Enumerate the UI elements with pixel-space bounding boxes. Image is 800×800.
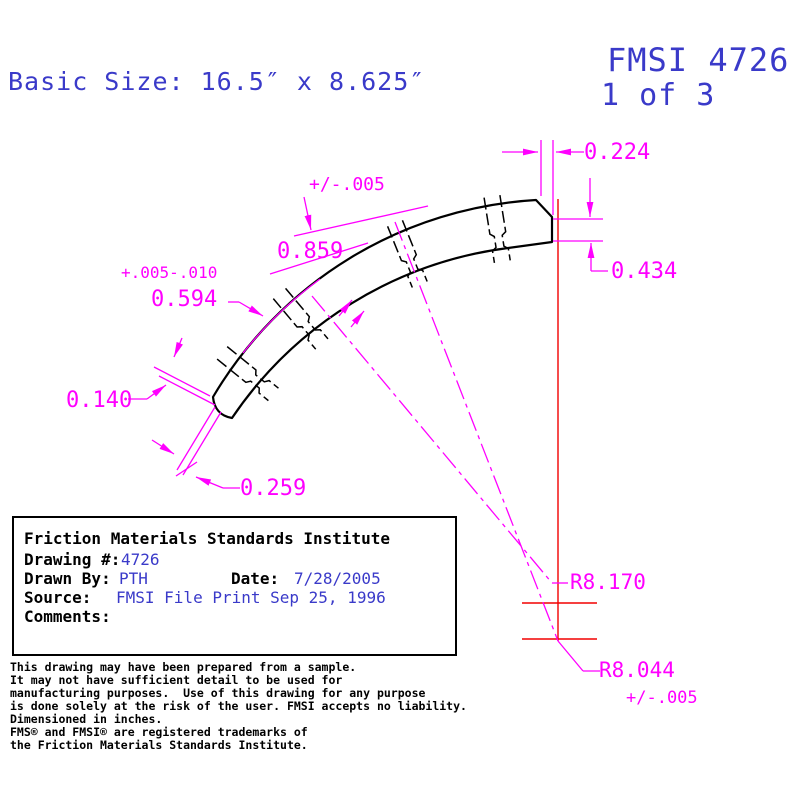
tolerance-radius: +/-.005 xyxy=(626,688,698,708)
disclaimer-line: Dimensioned in inches. xyxy=(10,712,163,726)
lining-outline xyxy=(211,198,554,420)
dimension-lines xyxy=(128,140,608,672)
dim-0259: 0.259 xyxy=(240,476,307,501)
dim-0859: 0.859 xyxy=(277,239,344,264)
date-value: 7/28/2005 xyxy=(294,569,381,588)
institute-name: Friction Materials Standards Institute xyxy=(24,529,391,548)
source-label: Source: xyxy=(24,588,92,607)
disclaimer-line: FMS® and FMSI® are registered trademarks… xyxy=(10,725,308,739)
title-block xyxy=(12,516,457,656)
dim-0224: 0.224 xyxy=(584,140,651,165)
dim-0594: 0.594 xyxy=(151,287,218,312)
disclaimer-line: is done solely at the risk of the user. … xyxy=(10,699,467,713)
fmsi-number-label: FMSI 4726 xyxy=(607,41,790,79)
drawing-number-value: 4726 xyxy=(121,550,160,569)
source-value: FMSI File Print Sep 25, 1996 xyxy=(116,588,386,607)
disclaimer-line: the Friction Materials Standards Institu… xyxy=(10,738,308,752)
radius-outer: R8.170 xyxy=(570,570,646,594)
disclaimer-line: manufacturing purposes. Use of this draw… xyxy=(10,686,426,700)
tolerance-top: +/-.005 xyxy=(309,174,385,195)
disclaimer-line: It may not have sufficient detail to be … xyxy=(10,673,343,687)
basic-size-label: Basic Size: 16.5″ x 8.625″ xyxy=(8,67,426,96)
drawn-by-label: Drawn By: xyxy=(24,569,111,588)
disclaimer-line: This drawing may have been prepared from… xyxy=(10,660,357,674)
drawn-by-value: PTH xyxy=(119,569,148,588)
comments-label: Comments: xyxy=(24,607,111,626)
date-label: Date: xyxy=(231,569,280,588)
reference-lines xyxy=(522,199,597,641)
drawing-number-label: Drawing #: xyxy=(24,550,121,569)
rivet-hole-markers xyxy=(216,195,511,402)
radius-inner: R8.044 xyxy=(599,658,675,682)
sheet-number-label: 1 of 3 xyxy=(601,78,716,113)
dim-0434: 0.434 xyxy=(611,259,678,284)
tolerance-mid: +.005-.010 xyxy=(121,263,218,282)
dim-0140: 0.140 xyxy=(66,388,133,413)
